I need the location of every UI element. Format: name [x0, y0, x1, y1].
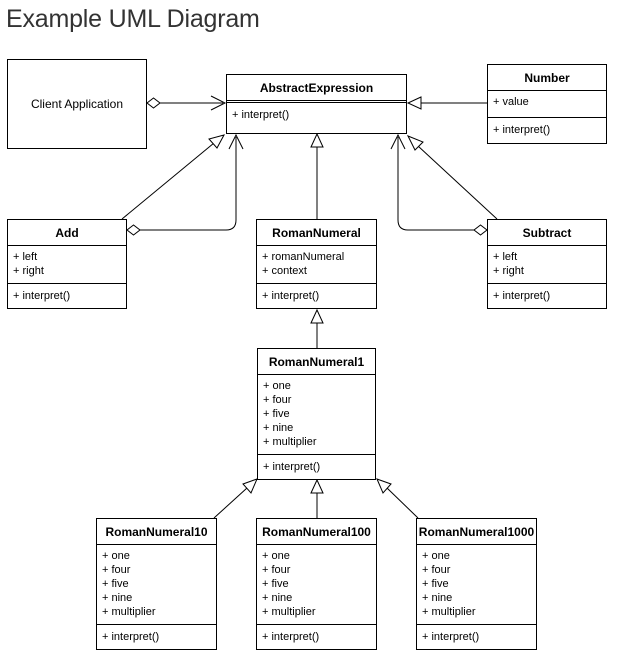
- operation: + interpret(): [493, 290, 551, 302]
- attribute: + one: [263, 380, 291, 392]
- class-operations: + interpret(): [488, 118, 606, 137]
- class-name: Add: [8, 220, 126, 246]
- attribute: + four: [263, 394, 292, 406]
- operation: + interpret(): [262, 631, 320, 643]
- inheritance-triangle-icon: [310, 308, 324, 324]
- class-operations: + interpret(): [488, 284, 606, 303]
- class-operations: + interpret(): [257, 625, 376, 644]
- class-roman-numeral-1000[interactable]: RomanNumeral1000 + one + four + five + n…: [416, 518, 537, 650]
- open-arrow-icon: [228, 133, 244, 150]
- attribute: + value: [493, 96, 529, 108]
- class-roman-numeral-1[interactable]: RomanNumeral1 + one + four + five + nine…: [257, 348, 376, 480]
- attribute: + four: [262, 564, 291, 576]
- class-attributes: + one + four + five + nine + multiplier: [258, 375, 375, 455]
- inheritance-triangle-icon: [310, 478, 324, 494]
- attribute: + five: [263, 408, 290, 420]
- class-name: AbstractExpression: [227, 75, 406, 103]
- class-name: Number: [488, 65, 606, 91]
- attribute: + five: [102, 578, 129, 590]
- attribute: + nine: [102, 592, 133, 604]
- edge-add-to-abstract: [121, 142, 215, 220]
- operation: + interpret(): [13, 290, 71, 302]
- class-name: RomanNumeral1000: [417, 519, 536, 545]
- attribute: + right: [13, 265, 44, 277]
- attribute: + left: [13, 251, 38, 263]
- attribute: + four: [422, 564, 451, 576]
- edge-add-aggregation: [140, 137, 237, 231]
- operation: + interpret(): [232, 109, 290, 121]
- class-operations: + interpret(): [227, 103, 406, 122]
- edge-subtract-aggregation: [397, 137, 474, 231]
- class-operations: + interpret(): [417, 625, 536, 644]
- operation: + interpret(): [102, 631, 160, 643]
- class-attributes: + one + four + five + nine + multiplier: [257, 545, 376, 625]
- operation: + interpret(): [262, 290, 320, 302]
- inheritance-triangle-icon: [242, 478, 258, 494]
- attribute: + one: [262, 550, 290, 562]
- inheritance-triangle-icon: [406, 135, 424, 151]
- attribute: + five: [262, 578, 289, 590]
- attribute: + nine: [422, 592, 453, 604]
- class-attributes: + one + four + five + nine + multiplier: [417, 545, 536, 625]
- class-abstract-expression[interactable]: AbstractExpression + interpret(): [226, 74, 407, 134]
- aggregation-diamond-icon: [126, 224, 141, 236]
- aggregation-diamond-icon: [146, 97, 161, 109]
- client-application-box[interactable]: Client Application: [7, 59, 147, 149]
- page-title: Example UML Diagram: [6, 5, 260, 33]
- class-operations: + interpret(): [257, 284, 376, 303]
- class-attributes: + one + four + five + nine + multiplier: [97, 545, 216, 625]
- attribute: + left: [493, 251, 518, 263]
- aggregation-diamond-icon: [473, 224, 488, 236]
- attribute: + four: [102, 564, 131, 576]
- client-application-label: Client Application: [30, 97, 124, 111]
- class-operations: + interpret(): [8, 284, 126, 303]
- class-roman-numeral-10[interactable]: RomanNumeral10 + one + four + five + nin…: [96, 518, 217, 650]
- edge-romannumeral1000-to-romannumeral1: [386, 487, 419, 519]
- inheritance-triangle-icon: [406, 96, 422, 110]
- class-name: Subtract: [488, 220, 606, 246]
- class-attributes: + romanNumeral + context: [257, 246, 376, 284]
- attribute: + multiplier: [422, 606, 476, 618]
- class-name: RomanNumeral100: [257, 519, 376, 545]
- edge-romannumeral10-to-romannumeral1: [213, 487, 248, 519]
- class-roman-numeral-100[interactable]: RomanNumeral100 + one + four + five + ni…: [256, 518, 377, 650]
- attribute: + one: [102, 550, 130, 562]
- attribute: + one: [422, 550, 450, 562]
- class-name: RomanNumeral10: [97, 519, 216, 545]
- attribute: + romanNumeral: [262, 251, 345, 263]
- attribute: + right: [493, 265, 524, 277]
- open-arrow-icon: [390, 133, 406, 150]
- edge-subtract-to-abstract: [417, 145, 498, 220]
- operation: + interpret(): [422, 631, 480, 643]
- class-attributes: + left + right: [488, 246, 606, 284]
- class-name: RomanNumeral1: [258, 349, 375, 375]
- inheritance-triangle-icon: [376, 478, 392, 494]
- attribute: + multiplier: [262, 606, 316, 618]
- operation: + interpret(): [263, 461, 321, 473]
- attribute: + multiplier: [263, 436, 317, 448]
- attribute: + context: [262, 265, 307, 277]
- inheritance-triangle-icon: [310, 132, 324, 148]
- attribute: + multiplier: [102, 606, 156, 618]
- class-attributes: + value: [488, 91, 606, 118]
- open-arrow-icon: [210, 95, 227, 111]
- class-attributes: + left + right: [8, 246, 126, 284]
- operation: + interpret(): [493, 124, 551, 136]
- class-subtract[interactable]: Subtract + left + right + interpret(): [487, 219, 607, 309]
- class-roman-numeral[interactable]: RomanNumeral + romanNumeral + context + …: [256, 219, 377, 309]
- class-name: RomanNumeral: [257, 220, 376, 246]
- class-number[interactable]: Number + value + interpret(): [487, 64, 607, 144]
- class-add[interactable]: Add + left + right + interpret(): [7, 219, 127, 309]
- attribute: + nine: [262, 592, 293, 604]
- attribute: + nine: [263, 422, 294, 434]
- attribute: + five: [422, 578, 449, 590]
- inheritance-triangle-icon: [208, 134, 225, 149]
- class-operations: + interpret(): [97, 625, 216, 644]
- class-operations: + interpret(): [258, 455, 375, 474]
